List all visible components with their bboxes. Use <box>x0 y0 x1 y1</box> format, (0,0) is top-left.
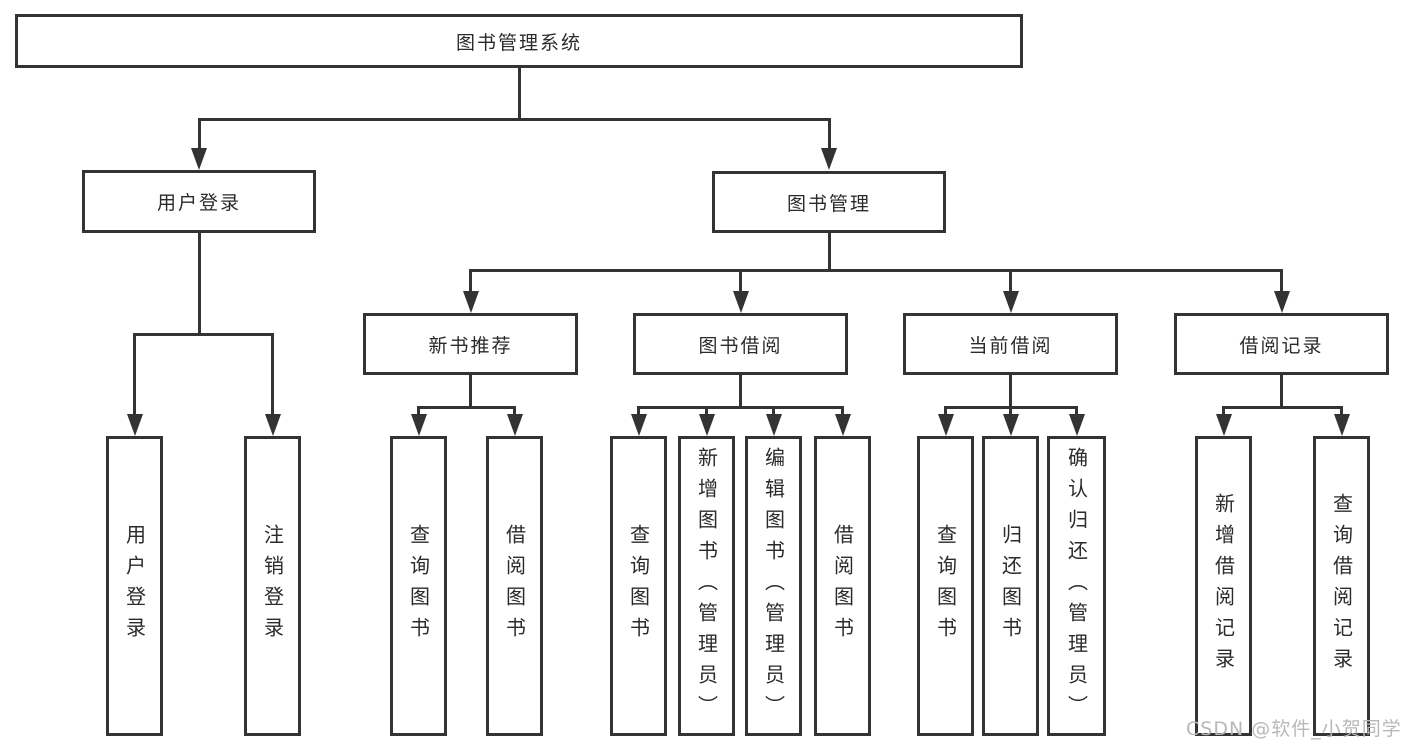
node-label: 归还图书 <box>998 524 1023 648</box>
node-leaf-return-book: 归还图书 <box>982 436 1039 736</box>
arrowhead-down-icon <box>766 414 782 436</box>
node-label: 查询图书 <box>933 524 958 648</box>
node-label: 查询图书 <box>626 524 651 648</box>
node-leaf-borrow-book-a: 借阅图书 <box>486 436 543 736</box>
node-borrow-record: 借阅记录 <box>1174 313 1389 375</box>
node-label: 图书管理 <box>786 192 871 215</box>
node-label: 用户登录 <box>122 524 147 648</box>
connector-drop <box>637 406 640 418</box>
node-leaf-query-book-c: 查询图书 <box>917 436 974 736</box>
connector-drop <box>944 406 947 418</box>
arrowhead-down-icon <box>1003 291 1019 313</box>
arrowhead-down-icon <box>1334 414 1350 436</box>
connector-drop <box>1280 269 1283 295</box>
arrowhead-down-icon <box>835 414 851 436</box>
arrowhead-down-icon <box>631 414 647 436</box>
arrowhead-down-icon <box>1069 414 1085 436</box>
connector-drop <box>133 333 136 418</box>
node-leaf-confirm-return: 确认归还（管理员） <box>1047 436 1106 736</box>
node-root: 图书管理系统 <box>15 14 1023 68</box>
node-label: 新增借阅记录 <box>1211 493 1236 679</box>
connector-drop <box>1009 269 1012 295</box>
connector-drop <box>513 406 516 418</box>
node-leaf-edit-book: 编辑图书（管理员） <box>745 436 802 736</box>
node-label: 查询借阅记录 <box>1329 493 1354 679</box>
connector-drop <box>1222 406 1225 418</box>
node-leaf-query-book-b: 查询图书 <box>610 436 667 736</box>
arrowhead-down-icon <box>265 414 281 436</box>
connector-drop <box>198 118 201 152</box>
connector-drop <box>271 333 274 418</box>
connector-branch <box>198 118 831 121</box>
connector-branch <box>469 269 1283 272</box>
arrowhead-down-icon <box>1003 414 1019 436</box>
node-new-book-rec: 新书推荐 <box>363 313 578 375</box>
csdn-watermark: CSDN @软件_小贺同学 <box>1186 718 1402 740</box>
node-label: 确认归还（管理员） <box>1064 446 1089 726</box>
node-leaf-logout: 注销登录 <box>244 436 301 736</box>
node-label: 图书管理系统 <box>455 31 582 54</box>
arrowhead-down-icon <box>1274 291 1290 313</box>
node-label: 借阅记录 <box>1239 334 1324 357</box>
connector-stem <box>518 68 521 121</box>
connector-branch <box>417 406 516 409</box>
node-label: 用户登录 <box>156 192 241 214</box>
connector-stem <box>1009 375 1012 409</box>
node-leaf-add-record: 新增借阅记录 <box>1195 436 1252 736</box>
arrowhead-down-icon <box>463 291 479 313</box>
node-label: 新增图书（管理员） <box>694 446 719 726</box>
node-label: 查询图书 <box>406 524 431 648</box>
node-book-borrow: 图书借阅 <box>633 313 848 375</box>
node-label: 当前借阅 <box>968 334 1053 357</box>
connector-stem <box>1280 375 1283 409</box>
connector-drop <box>828 118 831 152</box>
arrowhead-down-icon <box>938 414 954 436</box>
connector-branch <box>637 406 844 409</box>
node-label: 编辑图书（管理员） <box>761 446 786 726</box>
connector-stem <box>828 233 831 272</box>
arrowhead-down-icon <box>127 414 143 436</box>
node-current-borrow: 当前借阅 <box>903 313 1118 375</box>
node-leaf-user-login: 用户登录 <box>106 436 163 736</box>
node-label: 借阅图书 <box>502 524 527 648</box>
node-label: 借阅图书 <box>830 524 855 648</box>
node-leaf-query-record: 查询借阅记录 <box>1313 436 1370 736</box>
connector-drop <box>739 269 742 295</box>
connector-drop <box>772 406 775 418</box>
arrowhead-down-icon <box>699 414 715 436</box>
arrowhead-down-icon <box>733 291 749 313</box>
node-label: 新书推荐 <box>428 334 513 357</box>
arrowhead-down-icon <box>191 148 207 170</box>
connector-branch <box>1222 406 1343 409</box>
connector-stem <box>739 375 742 409</box>
connector-drop <box>417 406 420 418</box>
connector-stem <box>198 233 201 336</box>
node-label: 图书借阅 <box>698 334 783 357</box>
node-label: 注销登录 <box>260 524 285 648</box>
connector-drop <box>1340 406 1343 418</box>
node-book-mgmt: 图书管理 <box>712 171 946 233</box>
node-leaf-add-book: 新增图书（管理员） <box>678 436 735 736</box>
connector-drop <box>469 269 472 295</box>
arrowhead-down-icon <box>411 414 427 436</box>
connector-stem <box>469 375 472 409</box>
node-leaf-query-book-a: 查询图书 <box>390 436 447 736</box>
arrowhead-down-icon <box>1216 414 1232 436</box>
connector-drop <box>841 406 844 418</box>
node-leaf-borrow-book-b: 借阅图书 <box>814 436 871 736</box>
arrowhead-down-icon <box>507 414 523 436</box>
connector-drop <box>705 406 708 418</box>
node-user-login: 用户登录 <box>82 170 316 233</box>
arrowhead-down-icon <box>821 148 837 170</box>
connector-drop <box>1009 406 1012 418</box>
connector-drop <box>1075 406 1078 418</box>
connector-branch <box>133 333 274 336</box>
